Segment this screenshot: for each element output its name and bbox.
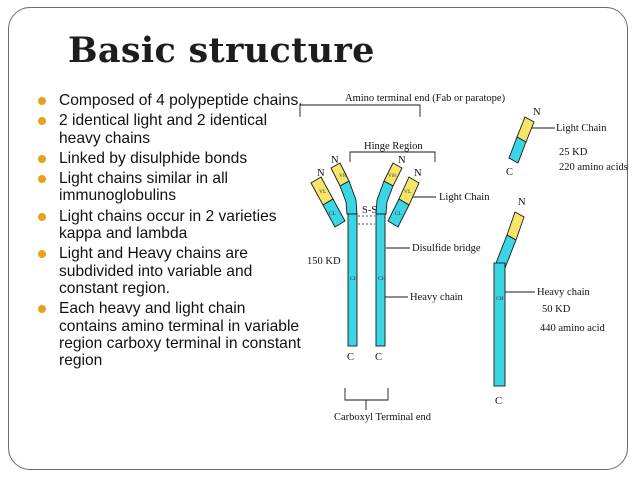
- left-heavy-upper: [339, 180, 358, 215]
- left-cl-marker: CL: [329, 211, 337, 217]
- carboxyl-bracket: [344, 388, 389, 401]
- left-vl-marker: VL: [319, 189, 327, 195]
- right-heavy-stem: [375, 213, 386, 347]
- right-cl-marker: CL: [395, 211, 403, 217]
- bullet-item: Light chains similar in all immunoglobul…: [36, 170, 306, 205]
- heavy-panel-variable: [506, 211, 525, 241]
- heavy-chain-label: Heavy chain: [410, 292, 464, 303]
- bullet-list: Composed of 4 polypeptide chains. 2 iden…: [36, 92, 306, 372]
- right-light-chain: [387, 176, 420, 228]
- bullet-item: Each heavy and light chain contains amin…: [36, 300, 306, 369]
- left-heavy-chain: [330, 162, 358, 347]
- bullet-dot-icon: [38, 175, 46, 184]
- heavy-panel-aa: 440 amino acid: [540, 323, 605, 334]
- c-terminal-label: C: [375, 352, 382, 363]
- light-panel-aa: 220 amino acids: [559, 162, 628, 173]
- fab-bracket: [299, 104, 421, 117]
- light-panel-c-label: C: [506, 167, 513, 178]
- heavy-panel-c-label: C: [495, 396, 502, 407]
- right-vh-marker: VH: [388, 173, 396, 179]
- n-terminal-label: N: [398, 155, 406, 166]
- right-heavy-chain: [375, 162, 403, 347]
- light-panel-chain: [508, 116, 535, 164]
- bullet-dot-icon: [38, 154, 46, 163]
- light-panel-n-label: N: [533, 107, 541, 118]
- carboxyl-terminal-label: Carboxyl Terminal end: [334, 412, 432, 423]
- heavy-panel-title: Heavy chain: [537, 287, 591, 298]
- left-light-constant: [322, 198, 346, 228]
- n-terminal-label: N: [414, 168, 422, 179]
- hinge-bracket: [349, 151, 436, 162]
- light-chain-label: Light Chain: [439, 192, 490, 203]
- bullet-dot-icon: [38, 212, 46, 221]
- bullet-dot-icon: [38, 250, 46, 259]
- bullet-item: Light chains occur in 2 varieties kappa …: [36, 208, 306, 243]
- heavy-panel-ch-marker: CH: [496, 296, 504, 302]
- left-vh-marker: VH: [339, 173, 347, 179]
- light-panel-kd: 25 KD: [559, 147, 588, 158]
- slide-title: Basic structure: [68, 30, 375, 71]
- heavy-panel-n-label: N: [518, 197, 526, 208]
- heavy-panel-chain: [493, 211, 525, 387]
- bullet-item: Linked by disulphide bonds: [36, 150, 306, 167]
- bullet-dot-icon: [38, 97, 46, 105]
- light-panel-constant: [508, 136, 527, 164]
- left-light-chain: [310, 176, 346, 228]
- bullet-item: 2 identical light and 2 identical heavy …: [36, 112, 306, 147]
- slide-frame: [8, 7, 628, 470]
- hinge-region-label: Hinge Region: [364, 141, 423, 152]
- left-ch-marker: CH: [350, 276, 358, 282]
- bullet-dot-icon: [38, 117, 46, 126]
- disulfide-bridge-label: Disulfide bridge: [412, 243, 481, 254]
- bullet-item: Light and Heavy chains are subdivided in…: [36, 245, 306, 297]
- n-terminal-label: N: [331, 155, 339, 166]
- bullet-item: Composed of 4 polypeptide chains.: [36, 92, 306, 109]
- right-vl-marker: VL: [404, 189, 412, 195]
- right-light-constant: [387, 198, 410, 228]
- n-terminal-label: N: [317, 168, 325, 179]
- right-heavy-upper: [375, 180, 394, 215]
- amino-terminal-label: Amino terminal end (Fab or paratope): [345, 93, 506, 104]
- antibody-weight-label: 150 KD: [307, 256, 341, 267]
- bullet-dot-icon: [38, 305, 46, 314]
- c-terminal-label: C: [347, 352, 354, 363]
- right-ch-marker: CH: [378, 276, 386, 282]
- heavy-panel-kd: 50 KD: [542, 304, 571, 315]
- heavy-panel-stem: [493, 262, 506, 387]
- light-panel-title: Light Chain: [556, 123, 607, 134]
- hinge-ss-label: S-S: [362, 205, 377, 216]
- left-heavy-stem: [347, 213, 358, 347]
